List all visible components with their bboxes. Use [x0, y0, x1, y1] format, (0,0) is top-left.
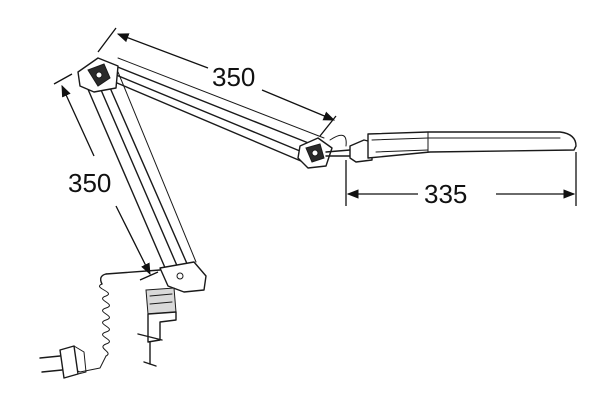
lower-arm-length-label: 350	[68, 168, 111, 198]
head-length-label: 335	[424, 179, 467, 209]
head-joint	[297, 134, 347, 169]
dimension-upper-arm: 350	[97, 27, 337, 137]
dimension-lower-arm: 350	[53, 73, 159, 281]
base-bracket	[99, 261, 207, 293]
lamp-head	[325, 131, 577, 163]
dimension-head-length: 335	[345, 152, 577, 209]
desk-clamp	[137, 287, 177, 367]
upper-arm	[99, 57, 325, 165]
power-plug	[39, 345, 87, 379]
elbow-joint	[77, 57, 119, 93]
upper-arm-length-label: 350	[212, 62, 255, 92]
lower-arm	[83, 71, 197, 271]
